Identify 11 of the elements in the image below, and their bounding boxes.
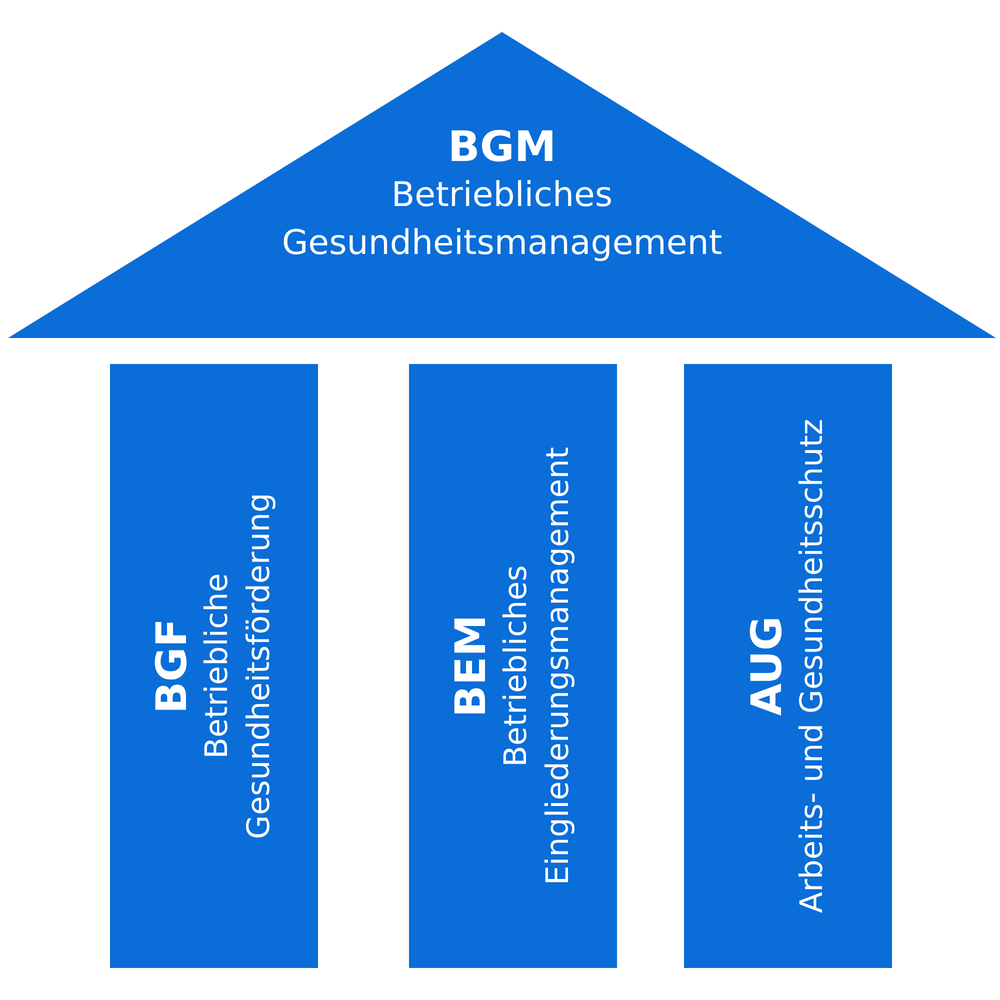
heading: BGM: [446, 122, 558, 172]
pillar-block: [409, 364, 617, 968]
pillar-block: [684, 364, 892, 968]
heading: AUG: [742, 616, 792, 716]
heading: BEM: [446, 614, 496, 718]
description: Betriebliche Gesundheitsförderung: [198, 492, 278, 842]
description: Arbeits- und Gesundheitsschutz: [793, 418, 832, 914]
description: Betriebliches Gesundheitsmanagement: [280, 174, 724, 265]
description: Betriebliches Eingliederungsmanagement: [497, 446, 578, 888]
pillar-block: [110, 364, 318, 968]
heading: BGF: [146, 618, 197, 714]
